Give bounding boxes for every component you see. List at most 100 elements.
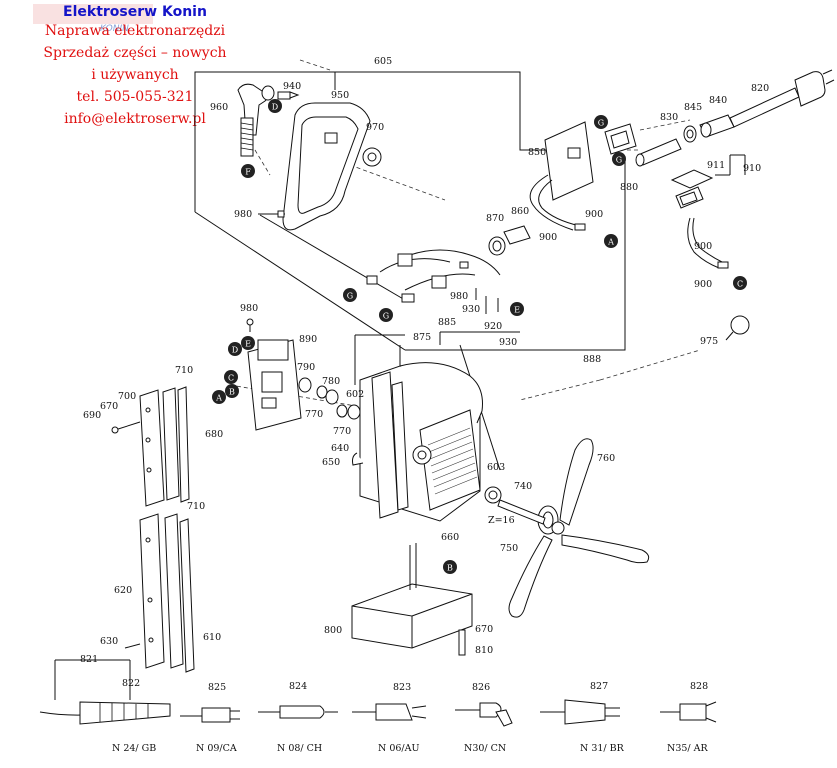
switch-911 bbox=[670, 169, 714, 209]
label-603: 603 bbox=[487, 462, 505, 473]
callout-b-module: B bbox=[229, 388, 235, 397]
magnetic-base-800 bbox=[351, 543, 473, 649]
assembly-lines bbox=[54, 71, 746, 700]
plug-label-br: N 31/ BR bbox=[580, 743, 625, 754]
callout-g-switch1: G bbox=[598, 119, 604, 128]
plug-br bbox=[540, 699, 620, 725]
wires-900 bbox=[529, 174, 729, 269]
label-680: 680 bbox=[205, 429, 223, 440]
label-900-a: 900 bbox=[585, 209, 603, 220]
label-810: 810 bbox=[475, 645, 493, 656]
label-900-d: 900 bbox=[694, 279, 712, 290]
label-825: 825 bbox=[208, 682, 226, 693]
shop-email: info@elektroserw.pl bbox=[64, 111, 206, 127]
shop-tagline-used: i używanych bbox=[91, 67, 179, 83]
plug-region-labels: N 24/ GB N 09/CA N 08/ CH N 06/AU N30/ C… bbox=[112, 743, 708, 754]
callout-d-top: D bbox=[272, 103, 278, 112]
callout-d-module: D bbox=[232, 346, 238, 355]
plug-label-au: N 06/AU bbox=[378, 743, 420, 754]
switch-plate-850 bbox=[544, 121, 594, 201]
watermark-logo bbox=[33, 4, 153, 24]
watermark-subtext: KONIN bbox=[100, 24, 129, 34]
part-number-labels: 605 940 960 950 970 980 820 840 845 830 … bbox=[80, 56, 769, 693]
label-870: 870 bbox=[486, 213, 504, 224]
label-670-a: 670 bbox=[100, 401, 118, 412]
callout-a-wire: A bbox=[607, 238, 614, 247]
plug-ca bbox=[180, 707, 240, 723]
label-827: 827 bbox=[590, 681, 608, 692]
plug-cn bbox=[455, 702, 513, 727]
shop-brand: Elektroserw Konin bbox=[63, 4, 207, 20]
callout-g-harness1: G bbox=[347, 292, 353, 301]
label-920: 920 bbox=[484, 321, 502, 332]
label-690: 690 bbox=[83, 410, 101, 421]
electronic-module-890 bbox=[247, 339, 302, 431]
callout-f: F bbox=[245, 168, 251, 177]
label-620: 620 bbox=[114, 585, 132, 596]
label-850: 850 bbox=[528, 147, 546, 158]
label-760: 760 bbox=[597, 453, 615, 464]
label-770-a: 770 bbox=[305, 409, 323, 420]
cable-tie-975 bbox=[725, 315, 750, 341]
label-710-a: 710 bbox=[175, 365, 193, 376]
switch-880 bbox=[604, 123, 637, 155]
label-970: 970 bbox=[366, 122, 384, 133]
label-824: 824 bbox=[289, 681, 307, 692]
plug-ch bbox=[258, 705, 338, 719]
label-780: 780 bbox=[322, 376, 340, 387]
shop-tagline-sales: Sprzedaż części – nowych bbox=[43, 45, 227, 61]
label-911: 911 bbox=[707, 160, 725, 171]
shop-phone: tel. 505-055-321 bbox=[76, 89, 194, 105]
callout-e-harness: E bbox=[514, 306, 520, 315]
seal-603 bbox=[484, 486, 502, 504]
label-630: 630 bbox=[100, 636, 118, 647]
label-880: 880 bbox=[620, 182, 638, 193]
shop-tagline-repair: Naprawa elektronarzędzi bbox=[44, 23, 226, 39]
label-821: 821 bbox=[80, 654, 98, 665]
label-610: 610 bbox=[203, 632, 221, 643]
column-lower-620 bbox=[139, 513, 195, 673]
callout-g-harness2: G bbox=[383, 312, 389, 321]
bearings-790-780-770 bbox=[298, 377, 361, 420]
plug-au bbox=[352, 703, 427, 721]
label-670-b: 670 bbox=[475, 624, 493, 635]
label-820: 820 bbox=[751, 83, 769, 94]
screw-810 bbox=[458, 629, 466, 656]
label-640: 640 bbox=[331, 443, 349, 454]
terminal-block-860 bbox=[503, 225, 531, 245]
label-605: 605 bbox=[374, 56, 392, 67]
label-910: 910 bbox=[743, 163, 761, 174]
sleeve-830 bbox=[635, 138, 682, 167]
label-830: 830 bbox=[660, 112, 678, 123]
lever-640 bbox=[352, 452, 364, 466]
plug-label-ch: N 08/ CH bbox=[277, 743, 322, 754]
label-770-b: 770 bbox=[333, 426, 351, 437]
washer-845 bbox=[683, 125, 697, 143]
connectors-885 bbox=[366, 253, 469, 303]
label-930-b: 930 bbox=[499, 337, 517, 348]
callout-letters: F D G G A C G G E D E C A B B bbox=[212, 99, 747, 574]
cover-950 bbox=[282, 102, 371, 231]
callout-e-module: E bbox=[245, 340, 251, 349]
label-828: 828 bbox=[690, 681, 708, 692]
screws-930-920 bbox=[475, 288, 499, 314]
plug-label-ca: N 09/CA bbox=[196, 743, 237, 754]
label-740: 740 bbox=[514, 481, 532, 492]
screw-980-module bbox=[246, 318, 254, 332]
label-900-c: 900 bbox=[694, 241, 712, 252]
label-845: 845 bbox=[684, 102, 702, 113]
label-710-b: 710 bbox=[187, 501, 205, 512]
screws-690-630 bbox=[111, 421, 141, 649]
label-888: 888 bbox=[583, 354, 601, 365]
label-700: 700 bbox=[118, 391, 136, 402]
plug-ar bbox=[660, 701, 717, 723]
label-930-a: 930 bbox=[462, 304, 480, 315]
label-z16: Z=16 bbox=[488, 515, 515, 526]
oring-940 bbox=[261, 85, 300, 101]
callout-b-base: B bbox=[447, 564, 453, 573]
plug-label-gb: N 24/ GB bbox=[112, 743, 156, 754]
bushing-870 bbox=[488, 236, 506, 256]
label-900-b: 900 bbox=[539, 232, 557, 243]
label-602: 602 bbox=[346, 389, 364, 400]
